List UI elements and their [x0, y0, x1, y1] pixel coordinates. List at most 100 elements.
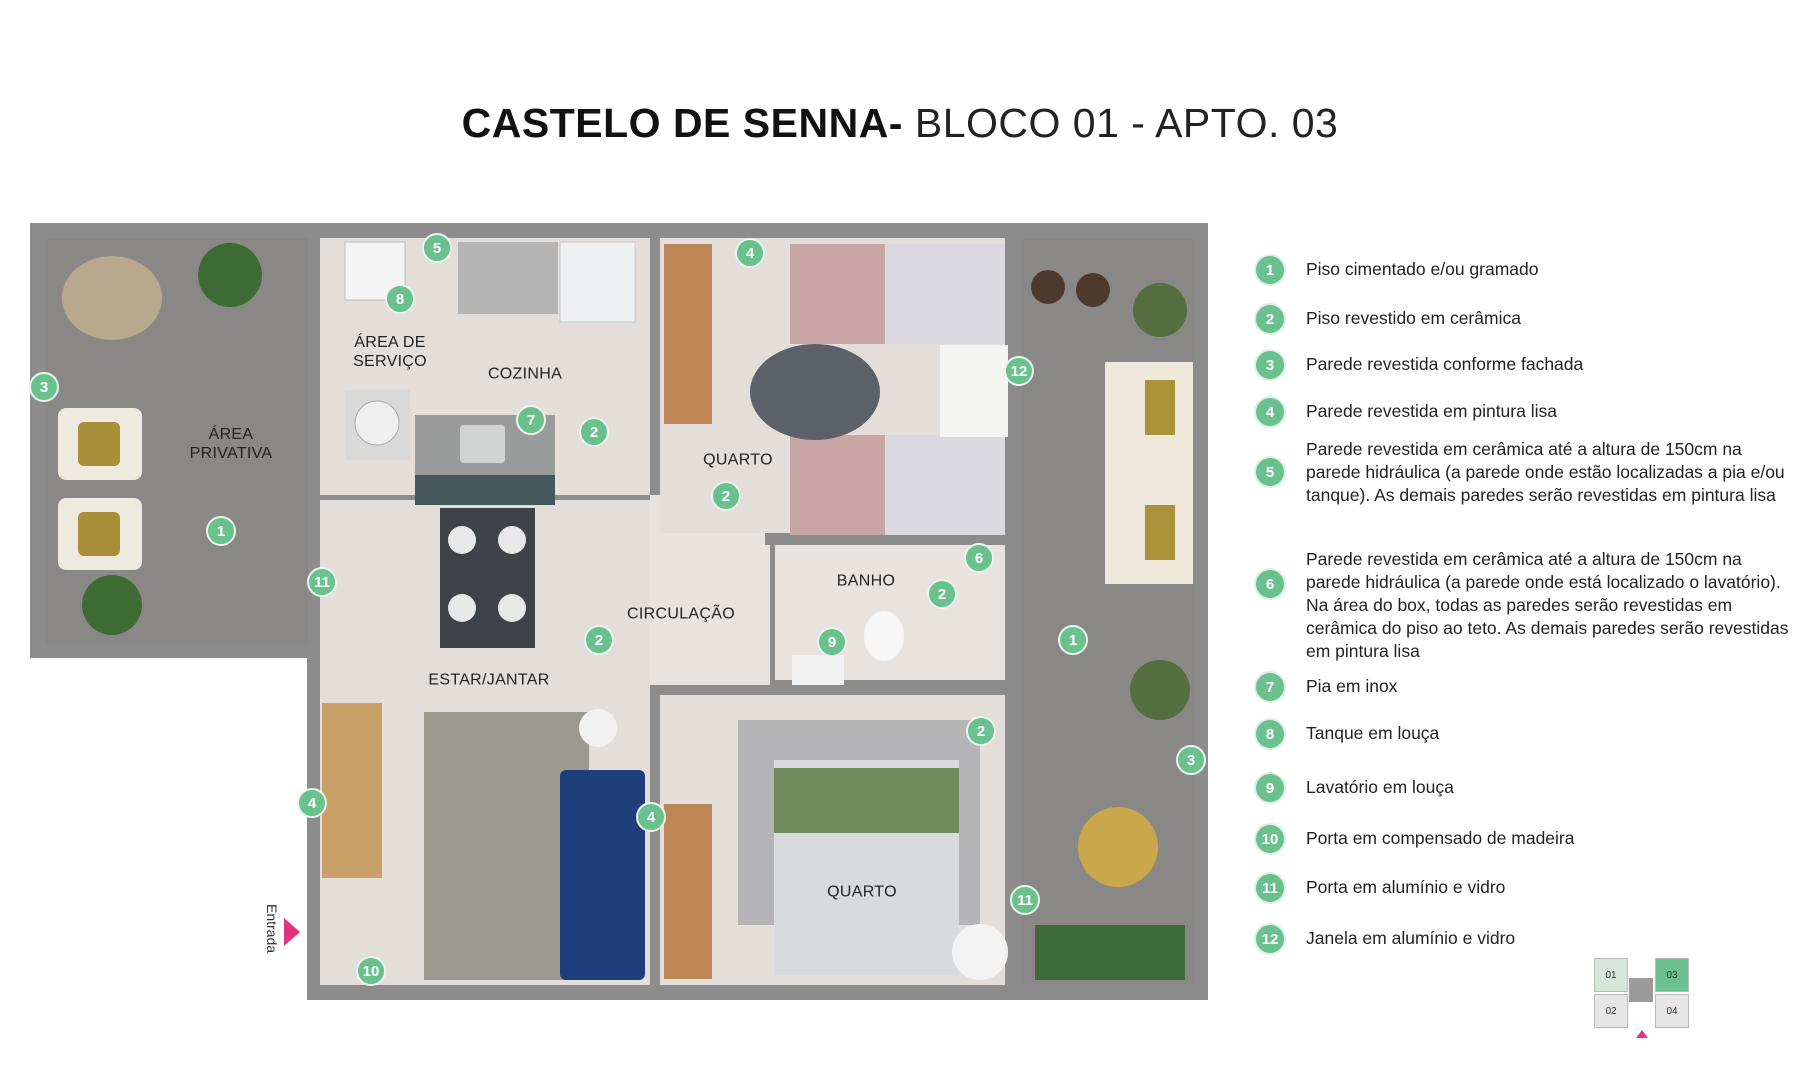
legend-item-5: 5 Parede revestida em cerâmica até a alt… — [1254, 438, 1796, 507]
legend-badge: 6 — [1254, 568, 1286, 600]
legend-text: Parede revestida conforme fachada — [1306, 354, 1584, 374]
label-estar-jantar: ESTAR/JANTAR — [428, 671, 550, 689]
legend-text: Piso revestido em cerâmica — [1306, 308, 1521, 328]
desk — [940, 345, 1008, 437]
legend-text: Lavatório em louça — [1306, 777, 1454, 797]
plan-badge: 4 — [735, 238, 765, 268]
legend-badge: 2 — [1254, 303, 1286, 335]
legend-badge: 12 — [1254, 923, 1286, 955]
circulacao-floor-2 — [650, 545, 770, 685]
plate-4 — [498, 594, 526, 622]
plant-top-left — [198, 243, 262, 307]
legend-badge: 8 — [1254, 718, 1286, 750]
bench-cushion-1 — [1145, 380, 1175, 435]
round-rug — [750, 344, 880, 440]
legend-item-1: 1 Piso cimentado e/ou gramado — [1254, 254, 1796, 286]
legend-text: Pia em inox — [1306, 676, 1398, 696]
wardrobe-1 — [664, 244, 712, 424]
entrance-arrow-icon — [284, 918, 300, 946]
plan-badge: 2 — [584, 625, 614, 655]
legend-text: Piso cimentado e/ou gramado — [1306, 259, 1539, 279]
armchair-2-cushion — [78, 512, 120, 556]
wardrobe-2 — [664, 804, 712, 979]
legend-badge: 7 — [1254, 671, 1286, 703]
legend-item-8: 8 Tanque em louça — [1254, 718, 1796, 750]
key-plan-core — [1629, 978, 1653, 1002]
bed-1-sheet — [885, 244, 1005, 344]
legend-item-6: 6 Parede revestida em cerâmica até a alt… — [1254, 548, 1796, 663]
plate-2 — [498, 526, 526, 554]
legend-item-10: 10 Porta em compensado de madeira — [1254, 823, 1796, 855]
plan-badge: 7 — [516, 405, 546, 435]
plan-badge: 2 — [579, 417, 609, 447]
plan-badge: 4 — [297, 788, 327, 818]
label-cozinha: COZINHA — [487, 365, 563, 383]
legend-item-9: 9 Lavatório em louça — [1254, 772, 1796, 804]
plan-badge: 10 — [356, 956, 386, 986]
page-title: CASTELO DE SENNA- BLOCO 01 - APTO. 03 — [0, 100, 1800, 147]
legend-text: Porta em compensado de madeira — [1306, 828, 1575, 848]
hanging-chair — [62, 256, 162, 340]
legend-text: Parede revestida em pintura lisa — [1306, 401, 1557, 421]
legend-text: Janela em alumínio e vidro — [1306, 928, 1516, 948]
plan-badge: 12 — [1004, 356, 1034, 386]
plate-3 — [448, 594, 476, 622]
label-area-privativa: ÁREA PRIVATIVA — [189, 426, 273, 462]
plant-right-1 — [1133, 283, 1187, 337]
legend-badge: 4 — [1254, 396, 1286, 428]
armchair-1-cushion — [78, 422, 120, 466]
lavatory — [792, 655, 844, 685]
plan-badge: 3 — [29, 372, 59, 402]
plan-badge: 1 — [1058, 625, 1088, 655]
planter-bottom — [1035, 925, 1185, 980]
key-plan-unit-01: 01 — [1594, 958, 1628, 992]
legend-item-11: 11 Porta em alumínio e vidro — [1254, 872, 1796, 904]
label-circulacao: CIRCULAÇÃO — [627, 605, 735, 623]
label-quarto-1: QUARTO — [703, 451, 773, 469]
legend-badge: 10 — [1254, 823, 1286, 855]
round-pouf — [952, 924, 1008, 980]
plan-badge: 4 — [636, 802, 666, 832]
label-banho: BANHO — [836, 572, 896, 590]
key-plan-unit-02: 02 — [1594, 994, 1628, 1028]
sideboard — [322, 703, 382, 878]
fridge — [559, 241, 636, 323]
legend-text: Parede revestida em cerâmica até a altur… — [1306, 439, 1785, 505]
plant-right-2 — [1130, 660, 1190, 720]
key-plan-unit-04: 04 — [1655, 994, 1689, 1028]
legend-text: Parede revestida em cerâmica até a altur… — [1306, 549, 1789, 661]
key-plan-entrance-icon — [1636, 1030, 1648, 1038]
entrada-label: Entrada — [264, 904, 280, 954]
legend-item-4: 4 Parede revestida em pintura lisa — [1254, 396, 1796, 428]
round-table — [1078, 807, 1158, 887]
legend-badge: 5 — [1254, 456, 1286, 488]
floor-lamp — [579, 709, 617, 747]
plate-1 — [448, 526, 476, 554]
plan-badge: 5 — [422, 233, 452, 263]
plan-badge: 3 — [1176, 745, 1206, 775]
legend-item-3: 3 Parede revestida conforme fachada — [1254, 349, 1796, 381]
pot-2 — [1076, 273, 1110, 307]
plan-badge: 1 — [206, 516, 236, 546]
legend-badge: 1 — [1254, 254, 1286, 286]
plan-badge: 9 — [817, 627, 847, 657]
bench-cushion-2 — [1145, 505, 1175, 560]
plan-badge: 2 — [927, 579, 957, 609]
key-plan-unit-03: 03 — [1655, 958, 1689, 992]
legend-item-2: 2 Piso revestido em cerâmica — [1254, 303, 1796, 335]
plan-badge: 2 — [966, 716, 996, 746]
washing-machine-door — [354, 400, 400, 446]
stove — [458, 242, 558, 314]
pot-1 — [1031, 270, 1065, 304]
title-light: BLOCO 01 - APTO. 03 — [902, 100, 1339, 146]
label-quarto-2: QUARTO — [827, 883, 897, 901]
legend-badge: 11 — [1254, 872, 1286, 904]
plan-badge: 8 — [385, 284, 415, 314]
legend-item-7: 7 Pia em inox — [1254, 671, 1796, 703]
legend-badge: 9 — [1254, 772, 1286, 804]
legend-text: Porta em alumínio e vidro — [1306, 877, 1506, 897]
bed-blanket — [774, 768, 959, 833]
plan-badge: 6 — [964, 543, 994, 573]
legend-text: Tanque em louça — [1306, 723, 1440, 743]
